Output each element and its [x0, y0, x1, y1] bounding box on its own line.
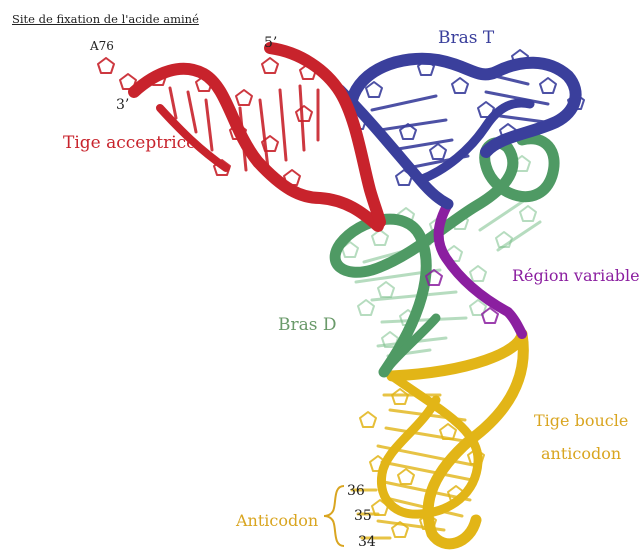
variable-region-label: Région variable: [512, 268, 640, 284]
three-prime-label: 3’: [116, 98, 129, 112]
curly-brace-icon: [324, 486, 344, 546]
acceptor-stem-label: Tige acceptrice: [63, 135, 196, 152]
nucleotide-35-label: 35: [354, 509, 372, 523]
anticodon-stem-loop: [352, 334, 523, 544]
anticodon-label: Anticodon: [236, 513, 318, 529]
t-arm-label: Bras T: [438, 30, 494, 47]
a76-label: A76: [90, 40, 114, 52]
nucleotide-36-label: 36: [347, 484, 365, 498]
nucleotide-34-label: 34: [358, 535, 376, 549]
five-prime-label: 5’: [264, 36, 277, 50]
figure-title: Site de fixation de l'acide aminé: [12, 14, 199, 26]
anticodon-stem-loop-label-line1: Tige boucle: [534, 413, 628, 429]
d-arm-label: Bras D: [278, 317, 337, 334]
anticodon-stem-loop-label-line2: anticodon: [541, 446, 621, 462]
